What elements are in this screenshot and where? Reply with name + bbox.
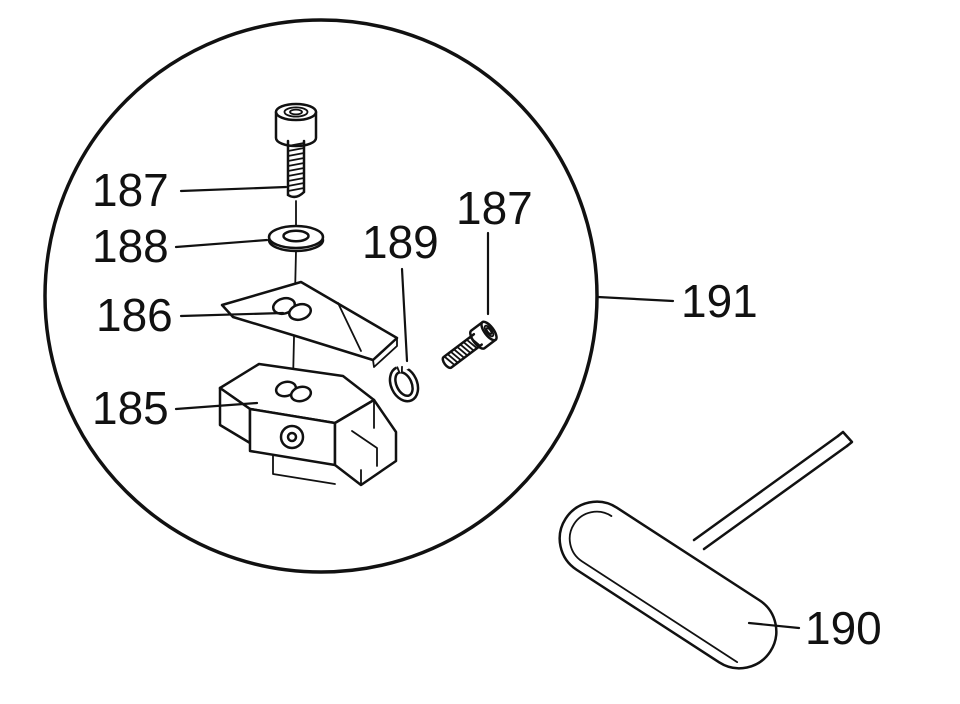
plate-face	[220, 280, 399, 362]
washer-hole	[282, 229, 310, 243]
spring-washer-graphic	[388, 358, 420, 403]
socket-bolt-right-graphic	[441, 320, 498, 370]
hex-wrench-graphic	[558, 430, 854, 670]
clamp-body-graphic	[218, 362, 398, 487]
body-boss-hole	[286, 431, 298, 443]
socket-bolt-top-graphic	[274, 102, 318, 226]
bolt-right-threads	[443, 336, 482, 366]
wrench-handle	[558, 500, 778, 670]
label-hex-wrench: 190	[805, 602, 882, 654]
wrench-handle-thickness	[568, 510, 739, 664]
bolt-head	[274, 110, 318, 148]
assembly-circle	[43, 18, 599, 574]
leader-line-clamp-plate	[179, 311, 285, 318]
label-bolt-top: 187	[92, 164, 169, 216]
leader-line-hex-wrench	[747, 621, 801, 630]
label-bolt-right: 187	[456, 182, 533, 234]
label-flat-washer: 188	[92, 220, 169, 272]
leader-line-bolt-top	[179, 185, 288, 193]
label-spring-washer: 189	[362, 216, 439, 268]
leader-line-spring-washer	[400, 267, 409, 363]
bolt-socket-outer	[283, 106, 309, 118]
plate-edge	[337, 302, 398, 368]
flat-washer-graphic	[267, 224, 325, 253]
bolt-socket-inner	[289, 108, 303, 116]
clamp-plate-graphic	[220, 280, 399, 368]
bolt-head-top	[274, 102, 318, 122]
plate-slot-right	[287, 302, 313, 322]
label-clamp-plate: 186	[96, 289, 173, 341]
label-clamp-body: 185	[92, 382, 169, 434]
spring-washer-split-ends	[396, 365, 403, 374]
leader-line-assembly	[596, 295, 675, 303]
body-step-lines	[272, 399, 378, 486]
bolt-right-socket-outer	[483, 324, 495, 338]
wrench-shaft	[692, 434, 849, 551]
leader-line-clamp-body	[174, 401, 259, 411]
bolt-threads	[287, 142, 305, 192]
wrench-hex-tip	[836, 430, 854, 448]
body-slot-right	[289, 385, 313, 403]
leader-line-flat-washer	[174, 238, 269, 249]
bolt-right-socket-inner	[485, 327, 493, 335]
label-assembly: 191	[681, 275, 758, 327]
